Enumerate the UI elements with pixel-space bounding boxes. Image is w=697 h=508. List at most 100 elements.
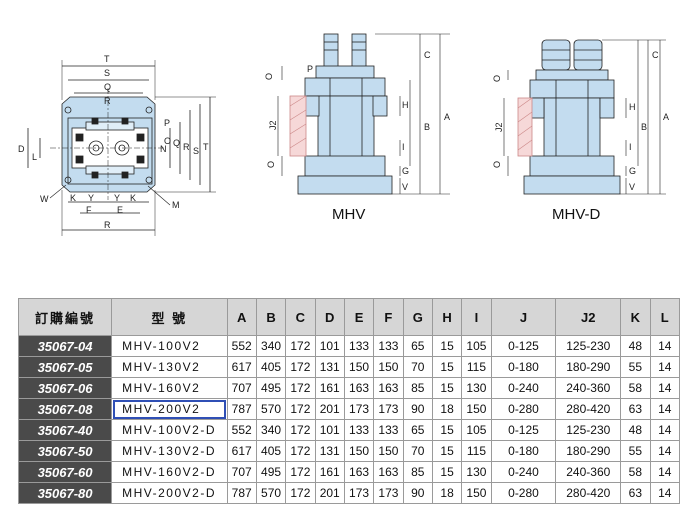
svg-text:T: T [203,142,209,152]
value-cell: 150 [373,356,404,378]
value-cell: 15 [431,419,463,441]
technical-drawing: T S Q R D L N O P Q R S T W K Y F Y E K … [18,33,669,236]
model-cell: MHV-100V2 [111,335,228,357]
value-cell: 340 [255,335,287,357]
value-cell: 85 [402,461,433,483]
svg-text:T: T [104,54,110,64]
mhvd-caption: MHV-D [552,206,601,223]
svg-text:J2: J2 [494,122,504,132]
column-header: A [226,298,257,336]
value-cell: 105 [461,419,492,441]
svg-text:D: D [18,144,25,154]
value-cell: 161 [314,377,345,399]
value-cell: 172 [285,335,316,357]
svg-text:R: R [104,220,111,230]
model-cell: MHV-200V2-D [111,482,228,504]
svg-text:J2: J2 [268,120,278,130]
order-code-cell: 35067-04 [17,335,113,357]
value-cell: 0-125 [490,335,557,357]
order-code-cell: 35067-40 [17,419,113,441]
value-cell: 18 [431,398,463,420]
order-code-cell: 35067-06 [17,377,113,399]
value-cell: 105 [461,335,492,357]
value-cell: 65 [402,335,433,357]
value-cell: 131 [314,356,345,378]
value-cell: 90 [402,398,433,420]
value-cell: 0-280 [490,398,557,420]
column-header: H [431,298,463,336]
value-cell: 570 [255,398,287,420]
value-cell: 18 [431,482,463,504]
value-cell: 58 [620,461,651,483]
value-cell: 133 [373,419,404,441]
value-cell: 707 [226,461,257,483]
value-cell: 0-180 [490,356,557,378]
svg-text:C: C [424,50,431,60]
svg-text:S: S [193,146,199,156]
value-cell: 0-240 [490,461,557,483]
mhv-caption: MHV [332,206,366,223]
value-cell: 172 [285,482,316,504]
value-cell: 131 [314,440,345,462]
value-cell: 173 [343,398,375,420]
value-cell: 787 [226,398,257,420]
value-cell: 180-290 [555,440,622,462]
value-cell: 552 [226,419,257,441]
value-cell: 201 [314,482,345,504]
value-cell: 14 [649,461,681,483]
column-header: I [461,298,492,336]
value-cell: 55 [620,356,651,378]
value-cell: 280-420 [555,482,622,504]
svg-text:G: G [402,166,409,176]
column-header: K [620,298,651,336]
value-cell: 63 [620,482,651,504]
value-cell: 14 [649,419,681,441]
svg-text:P: P [307,64,313,74]
value-cell: 495 [255,377,287,399]
svg-text:N: N [160,144,167,154]
value-cell: 787 [226,482,257,504]
value-cell: 163 [343,461,375,483]
value-cell: 101 [314,419,345,441]
column-header: B [255,298,287,336]
svg-text:W: W [40,194,49,204]
svg-text:Y: Y [114,193,120,203]
value-cell: 172 [285,419,316,441]
value-cell: 172 [285,356,316,378]
value-cell: 14 [649,440,681,462]
order-code-cell: 35067-50 [17,440,113,462]
model-cell: MHV-130V2-D [111,440,228,462]
column-header: L [649,298,681,336]
value-cell: 133 [373,335,404,357]
value-cell: 125-230 [555,419,622,441]
value-cell: 101 [314,335,345,357]
column-header: F [373,298,404,336]
order-code-cell: 35067-60 [17,461,113,483]
value-cell: 70 [402,356,433,378]
column-header: J [490,298,557,336]
column-header: D [314,298,345,336]
value-cell: 163 [343,377,375,399]
value-cell: 14 [649,377,681,399]
mhvd-side-view [503,39,666,195]
svg-text:Y: Y [88,193,94,203]
value-cell: 340 [255,419,287,441]
svg-text:O: O [264,73,274,80]
value-cell: 130 [461,377,492,399]
value-cell: 133 [343,335,375,357]
mhv-dim-labels: C O P H J2 I B A O G V [264,50,450,192]
value-cell: 70 [402,440,433,462]
value-cell: 172 [285,398,316,420]
svg-text:I: I [629,142,632,152]
value-cell: 14 [649,356,681,378]
svg-text:L: L [32,152,37,162]
value-cell: 617 [226,356,257,378]
value-cell: 617 [226,440,257,462]
